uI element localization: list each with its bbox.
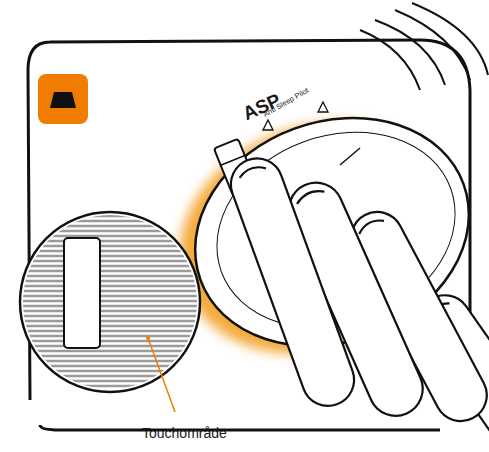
touch-stripe bbox=[18, 295, 202, 297]
touch-stripe bbox=[18, 280, 202, 282]
touch-stripe bbox=[18, 370, 202, 372]
touch-stripe bbox=[18, 375, 202, 377]
sound-waves bbox=[360, 3, 488, 90]
touch-stripe bbox=[18, 325, 202, 327]
touch-stripe bbox=[18, 350, 202, 352]
touch-stripe bbox=[18, 240, 202, 242]
touch-stripe bbox=[18, 235, 202, 237]
mark-line bbox=[340, 148, 360, 165]
leader-line bbox=[148, 338, 175, 412]
touch-stripe bbox=[18, 300, 202, 302]
touch-stripe bbox=[18, 265, 202, 267]
mark-triangle bbox=[263, 120, 273, 130]
mark-triangle bbox=[318, 102, 328, 112]
touch-stripe bbox=[18, 355, 202, 357]
light-icon-symbol bbox=[50, 92, 76, 108]
touch-stripe bbox=[18, 230, 202, 232]
touch-stripe bbox=[18, 335, 202, 337]
touch-stripe bbox=[18, 310, 202, 312]
callout-label: Touchområde bbox=[142, 426, 227, 440]
touch-stripe bbox=[18, 365, 202, 367]
touch-stripe bbox=[18, 285, 202, 287]
mount-frame-bottom bbox=[40, 425, 440, 430]
hand bbox=[224, 151, 489, 452]
touch-stripe bbox=[18, 385, 202, 387]
touch-stripe bbox=[18, 380, 202, 382]
touch-stripe bbox=[18, 245, 202, 247]
touch-stripe bbox=[18, 340, 202, 342]
touch-stripe bbox=[18, 290, 202, 292]
touch-stripe bbox=[18, 305, 202, 307]
touch-stripe bbox=[18, 275, 202, 277]
touch-stripe bbox=[18, 250, 202, 252]
touch-stripe bbox=[18, 320, 202, 322]
light-icon bbox=[38, 74, 88, 124]
leader-dot bbox=[146, 336, 150, 340]
touch-stripe bbox=[18, 270, 202, 272]
touch-stripe bbox=[18, 360, 202, 362]
magnified-slot bbox=[64, 238, 100, 348]
touch-stripe bbox=[18, 315, 202, 317]
touch-stripe bbox=[18, 215, 202, 217]
touch-stripe bbox=[18, 345, 202, 347]
touch-stripes bbox=[18, 216, 202, 391]
touch-stripe bbox=[18, 255, 202, 257]
touch-stripe bbox=[18, 330, 202, 332]
touch-stripe bbox=[18, 225, 202, 227]
touch-stripe bbox=[18, 260, 202, 262]
touch-stripe bbox=[18, 390, 202, 392]
touch-stripe bbox=[18, 220, 202, 222]
